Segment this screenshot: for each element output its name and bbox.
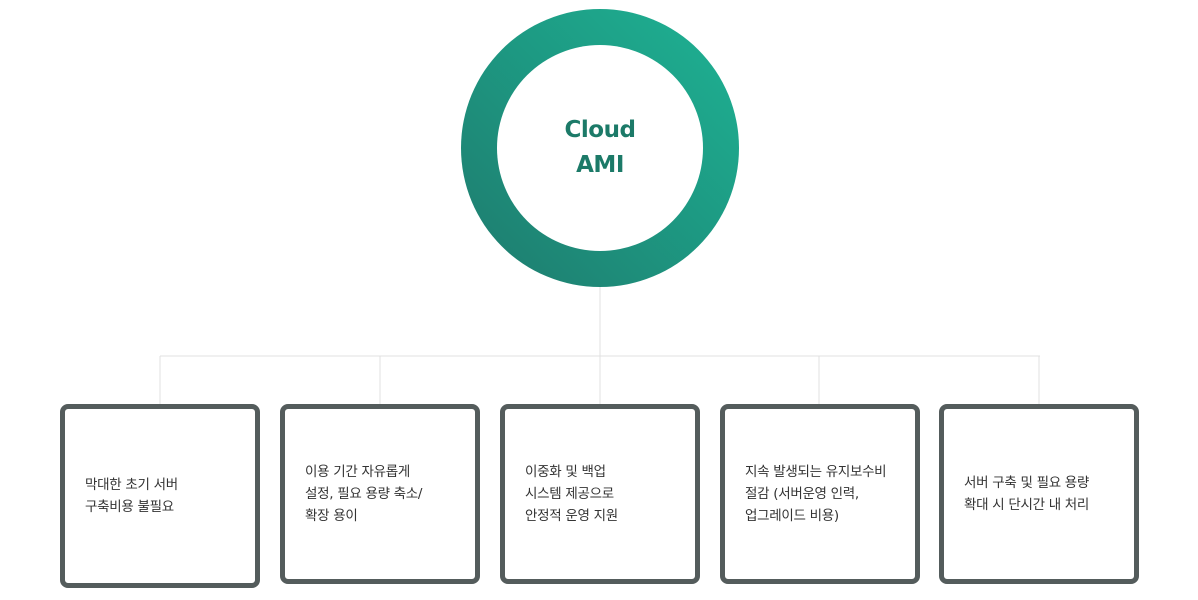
center-ring: Cloud AMI bbox=[461, 9, 739, 287]
center-title: Cloud AMI bbox=[497, 45, 703, 251]
benefit-line: 확장 용이 bbox=[305, 508, 358, 524]
benefit-box-fast-scaling: 서버 구축 및 필요 용량 확대 시 단시간 내 처리 bbox=[939, 404, 1139, 584]
benefit-line: 서버 구축 및 필요 용량 bbox=[964, 475, 1090, 491]
benefit-line: 확대 시 단시간 내 처리 bbox=[964, 497, 1090, 513]
benefit-line: 업그레이드 비용) bbox=[745, 508, 839, 524]
benefit-line: 이중화 및 백업 bbox=[525, 464, 606, 480]
benefit-line: 구축비용 불필요 bbox=[85, 499, 174, 515]
benefit-line: 지속 발생되는 유지보수비 bbox=[745, 464, 887, 480]
benefit-text: 서버 구축 및 필요 용량 확대 시 단시간 내 처리 bbox=[944, 472, 1089, 516]
benefit-box-flexible-period: 이용 기간 자유롭게 설정, 필요 용량 축소/ 확장 용이 bbox=[280, 404, 480, 584]
benefit-line: 설정, 필요 용량 축소/ bbox=[305, 486, 423, 502]
benefit-text: 이용 기간 자유롭게 설정, 필요 용량 축소/ 확장 용이 bbox=[285, 461, 422, 527]
benefit-box-maintenance-savings: 지속 발생되는 유지보수비 절감 (서버운영 인력, 업그레이드 비용) bbox=[720, 404, 920, 584]
center-circle: Cloud AMI bbox=[497, 45, 703, 251]
benefit-line: 막대한 초기 서버 bbox=[85, 477, 178, 493]
benefit-box-redundancy-backup: 이중화 및 백업 시스템 제공으로 안정적 운영 지원 bbox=[500, 404, 700, 584]
center-title-line-2: AMI bbox=[576, 152, 624, 178]
benefit-line: 안정적 운영 지원 bbox=[525, 508, 618, 524]
center-title-line-1: Cloud bbox=[564, 117, 636, 143]
benefit-text: 이중화 및 백업 시스템 제공으로 안정적 운영 지원 bbox=[505, 461, 618, 527]
benefit-text: 막대한 초기 서버 구축비용 불필요 bbox=[65, 474, 178, 518]
benefit-line: 절감 (서버운영 인력, bbox=[745, 486, 859, 502]
benefit-line: 시스템 제공으로 bbox=[525, 486, 614, 502]
benefit-line: 이용 기간 자유롭게 bbox=[305, 464, 410, 480]
benefit-text: 지속 발생되는 유지보수비 절감 (서버운영 인력, 업그레이드 비용) bbox=[725, 461, 887, 527]
benefit-box-initial-cost: 막대한 초기 서버 구축비용 불필요 bbox=[60, 404, 260, 588]
